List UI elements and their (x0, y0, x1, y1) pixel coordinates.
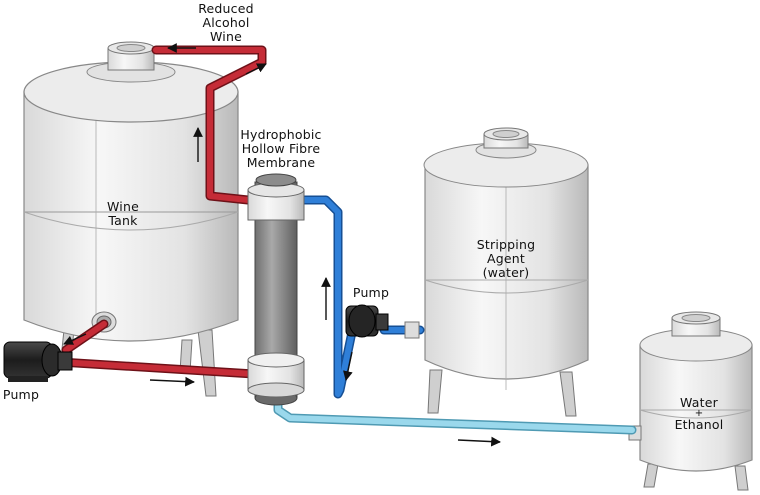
arrow-wine-feed (149, 376, 195, 387)
label-line: Wine (210, 29, 242, 44)
label-line: Alcohol (202, 15, 250, 30)
label-reduced-alcohol-wine: Reduced Alcohol Wine (188, 2, 264, 44)
label-line: (water) (482, 265, 530, 280)
label-water-ethanol: Water + Ethanol (664, 396, 734, 432)
hollow-fibre-membrane (247, 173, 305, 406)
stripping-agent-tank (423, 127, 589, 417)
reduced-wine-return-pipe (151, 45, 267, 205)
label-stripping-agent: Stripping Agent (water) (466, 238, 546, 280)
permeate-pipe (273, 393, 637, 435)
label-line: Membrane (246, 155, 316, 170)
label-line: Water (680, 395, 718, 410)
arrow-return-diagonal (245, 63, 267, 75)
label-line: + (694, 408, 704, 419)
arrow-permeate (457, 436, 501, 447)
label-line: Agent (487, 251, 525, 266)
pump-left (3, 341, 73, 382)
water-ethanol-tank (628, 311, 753, 491)
label-line: Hollow Fibre (241, 141, 321, 156)
label-pump-left: Pump (2, 387, 40, 402)
pump-right (345, 304, 420, 339)
water-ethanol-tank-legs (643, 463, 749, 491)
label-line: Tank (108, 213, 138, 228)
label-line: Stripping (476, 237, 536, 252)
flow-arrows (63, 43, 501, 447)
label-wine-tank: Wine Tank (98, 200, 148, 228)
label-line: Reduced (198, 1, 254, 16)
wine-feed-pipe (55, 319, 259, 379)
arrow-strip-down (343, 351, 353, 381)
label-line: Ethanol (674, 417, 724, 432)
stripping-tank-legs (427, 369, 577, 417)
label-line: Wine (107, 199, 139, 214)
wine-tank (23, 41, 239, 397)
arrow-tank-outlet (63, 333, 87, 345)
label-membrane: Hydrophobic Hollow Fibre Membrane (228, 128, 334, 170)
label-pump-right: Pump (352, 285, 390, 300)
label-line: Hydrophobic (240, 127, 322, 142)
